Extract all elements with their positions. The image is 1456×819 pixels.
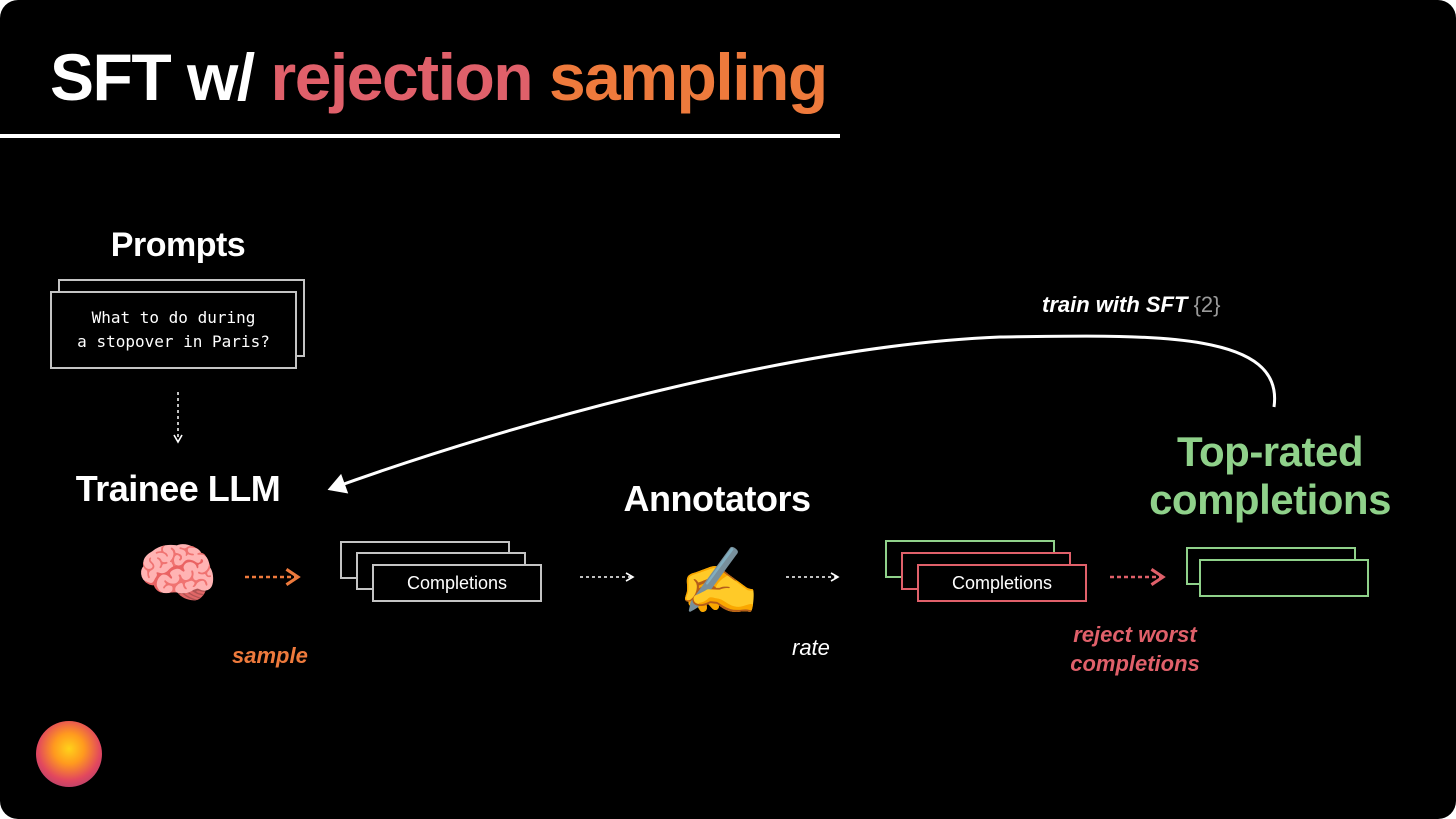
sample-label: sample (232, 643, 308, 668)
rate-label: rate (792, 635, 830, 660)
title-part-sft: SFT w/ (50, 40, 255, 114)
title-underline (0, 134, 840, 138)
top-rated-heading: Top-rated completions (1149, 428, 1391, 523)
train-label-text: train with SFT (1042, 292, 1188, 317)
train-reference: {2} (1193, 292, 1221, 317)
train-with-sft-arrow (327, 334, 1277, 494)
annotators-heading: Annotators (623, 478, 812, 519)
completions-card-front: Completions (372, 564, 542, 602)
completions-label: Completions (406, 572, 508, 593)
rated-completions-label: Completions (951, 572, 1053, 593)
title-part-sampling: sampling (548, 40, 828, 114)
writing-hand-icon: ✍️ (678, 544, 761, 618)
prompts-heading: Prompts (110, 226, 246, 264)
logo-orb (36, 721, 102, 787)
title-part-rejection: rejection (270, 40, 534, 114)
trainee-llm-heading: Trainee LLM (75, 468, 281, 509)
reject-worst-label: reject worst completions (1070, 622, 1200, 676)
prompt-card-front: What to do during a stopover in Paris? (50, 291, 297, 369)
prompt-example-text: What to do during a stopover in Paris? (77, 308, 270, 351)
brain-icon: 🧠 (136, 536, 219, 610)
slide-title: SFT w/ rejection sampling (50, 40, 828, 116)
rated-card-front-red: Completions (917, 564, 1087, 602)
train-with-sft-label: train with SFT {2} (1042, 292, 1221, 318)
top-rated-card-front (1199, 559, 1369, 597)
